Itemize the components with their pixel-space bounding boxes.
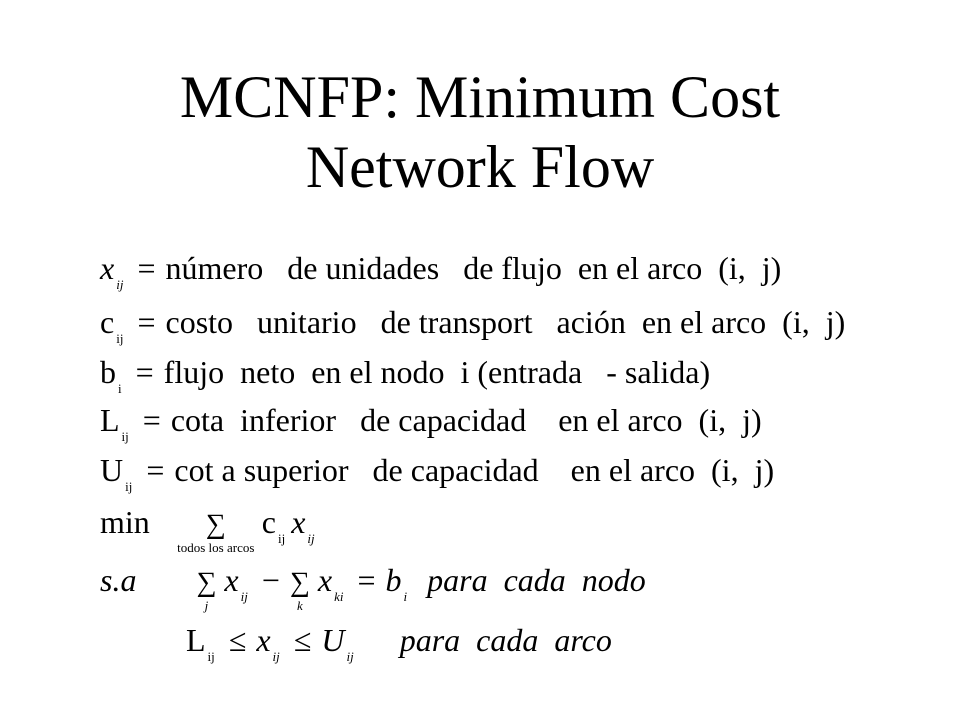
var-subscript: ij <box>116 277 124 292</box>
flow-symbol: x <box>224 562 239 598</box>
upper-bound-subscript: ij <box>346 649 354 664</box>
constraint-scope-text: para cada nodo <box>427 562 646 598</box>
flow-symbol: x <box>291 504 306 540</box>
sum-index-text: todos los arcos <box>177 540 255 555</box>
var-subscript: ij <box>116 331 124 346</box>
net-flow-symbol: b <box>385 562 402 598</box>
sum-over-j: ∑j <box>196 567 217 613</box>
sum-index-j: j <box>204 598 209 613</box>
net-flow-subscript: i <box>403 589 408 604</box>
equals-sign: = <box>146 452 165 488</box>
sigma-symbol: ∑ <box>289 567 310 598</box>
sum-all-arcs: ∑todos los arcos <box>177 509 254 555</box>
slide-title: MCNFP: Minimum Cost Network Flow <box>0 62 960 202</box>
equals-sign: = <box>135 354 154 390</box>
equals-sign: = <box>142 402 161 438</box>
sum-over-k: ∑k <box>289 567 310 613</box>
definition-text: costo unitario de transport ación en el … <box>165 304 846 340</box>
var-subscript: ij <box>121 429 129 444</box>
less-equal-sign: ≤ <box>228 622 247 658</box>
upper-bound-symbol: U <box>321 622 345 658</box>
slide-title-line-1: MCNFP: Minimum Cost <box>179 64 781 130</box>
flow-subscript: ki <box>334 589 344 604</box>
flow-symbol: x <box>317 562 333 598</box>
equals-sign: = <box>137 304 156 340</box>
sigma-symbol: ∑ <box>196 567 217 598</box>
var-symbol: c <box>100 304 115 340</box>
sigma-symbol: ∑ <box>205 509 226 540</box>
flow-subscript: ij <box>240 589 248 604</box>
minus-sign: − <box>261 562 280 598</box>
lower-bound-symbol: L <box>186 622 206 658</box>
equals-sign: = <box>137 250 156 286</box>
definition-text: cota inferior de capacidad en el arco (i… <box>170 402 762 438</box>
flow-subscript: ij <box>272 649 280 664</box>
slide-title-line-2: Network Flow <box>305 134 655 200</box>
sum-index-k: k <box>297 598 303 613</box>
definition-text: flujo neto en el nodo i (entrada - salid… <box>163 354 711 390</box>
flow-symbol: x <box>256 622 271 658</box>
var-symbol: U <box>100 452 124 488</box>
less-equal-sign: ≤ <box>293 622 312 658</box>
equals-sign: = <box>357 562 376 598</box>
min-keyword: min <box>100 504 150 540</box>
var-symbol: b <box>100 354 116 390</box>
var-subscript: i <box>118 381 122 396</box>
lower-bound-subscript: ij <box>207 649 215 664</box>
subject-to-label: s.a <box>100 562 137 598</box>
var-symbol: x <box>100 250 115 286</box>
var-subscript: ij <box>125 479 133 494</box>
definition-text: cot a superior de capacidad en el arco (… <box>174 452 775 488</box>
cost-subscript: ij <box>277 531 286 546</box>
var-symbol: L <box>100 402 120 438</box>
cost-symbol: c <box>261 504 276 540</box>
constraint-scope-text: para cada arco <box>399 622 612 658</box>
flow-subscript: ij <box>307 531 315 546</box>
definition-text: número de unidades de flujo en el arco (… <box>165 250 782 286</box>
